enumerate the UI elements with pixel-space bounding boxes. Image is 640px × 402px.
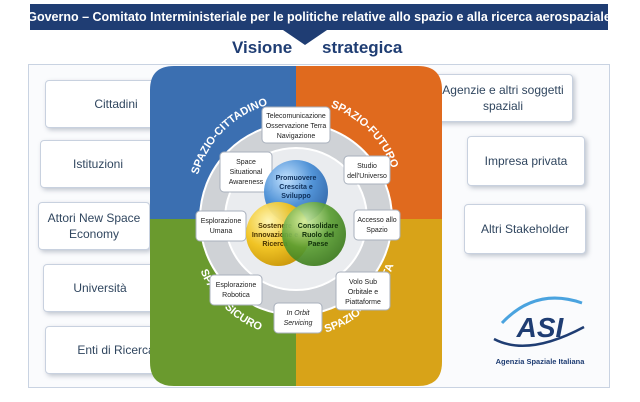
stakeholder-box-istituzioni: Istituzioni [40, 140, 156, 188]
stakeholder-label: Agenzie e altri soggetti spaziali [442, 82, 564, 113]
logo-swoosh [493, 325, 585, 347]
svg-text:Orbitale e: Orbitale e [348, 289, 378, 296]
svg-text:dell'Universo: dell'Universo [347, 173, 387, 180]
svg-text:Space: Space [236, 159, 256, 166]
asi-logo: ASI Agenzia Spaziale Italiana [493, 296, 586, 366]
svg-text:Paese: Paese [308, 241, 328, 248]
svg-text:Umana: Umana [210, 228, 233, 235]
stakeholder-box-impresa: Impresa privata [467, 136, 585, 186]
stakeholder-label: Impresa privata [484, 153, 568, 168]
stakeholder-box-universita: Università [43, 264, 157, 312]
svg-text:Spazio: Spazio [366, 227, 388, 234]
stakeholder-box-attori: Attori New Space Economy [38, 202, 150, 250]
svg-text:Esplorazione: Esplorazione [216, 282, 257, 289]
logo-mark: ASI [516, 312, 565, 343]
banner-arrow [283, 30, 327, 45]
item-accesso-spazio: Accesso allo Spazio [353, 209, 401, 241]
stakeholder-box-agenzie: Agenzie e altri soggetti spaziali [433, 74, 573, 122]
item-in-orbit-servicing: In Orbit Servicing [273, 302, 323, 334]
svg-text:Telecomunicazione: Telecomunicazione [266, 113, 326, 120]
logo-orbit-arc [500, 296, 583, 325]
stakeholder-label: Università [73, 280, 127, 295]
logo-caption: Agenzia Spaziale Italiana [496, 357, 586, 366]
svg-text:In Orbit: In Orbit [287, 310, 311, 317]
item-volo-sub-orbitale: Volo Sub Orbitale e Piattaforme [335, 271, 391, 311]
svg-text:Sviluppo: Sviluppo [281, 193, 311, 200]
svg-text:Promuovere: Promuovere [276, 175, 317, 182]
svg-text:Osservazione Terra: Osservazione Terra [266, 123, 327, 130]
svg-text:Piattaforme: Piattaforme [345, 299, 381, 306]
svg-text:Awareness: Awareness [229, 179, 264, 186]
stakeholder-label: Istituzioni [72, 156, 124, 171]
svg-text:Ricerca: Ricerca [262, 241, 287, 248]
svg-text:Robotica: Robotica [222, 292, 250, 299]
vision-word-1: Visione [232, 38, 293, 57]
title-banner: Governo – Comitato Interministeriale per… [27, 4, 611, 30]
svg-text:Esplorazione: Esplorazione [201, 218, 242, 225]
stakeholder-box-altri: Altri Stakeholder [464, 204, 586, 254]
item-telecom: Telecomunicazione Osservazione Terra Nav… [261, 106, 331, 144]
svg-text:Ruolo del: Ruolo del [302, 232, 334, 239]
vision-word-2: strategica [322, 38, 403, 57]
svg-text:Sostenere: Sostenere [258, 223, 292, 230]
svg-text:Volo Sub: Volo Sub [349, 279, 377, 286]
svg-text:Studio: Studio [357, 163, 377, 170]
svg-text:Crescita e: Crescita e [279, 184, 313, 191]
item-space-situational-awareness: Space Situational Awareness [219, 151, 273, 193]
stakeholder-label: Altri Stakeholder [480, 221, 570, 236]
item-esplorazione-robotica: Esplorazione Robotica [209, 274, 263, 306]
svg-text:Innovazione e: Innovazione e [252, 232, 298, 239]
stakeholder-label: Cittadini [94, 96, 138, 111]
stakeholder-label: Attori New Space Economy [47, 210, 141, 241]
core-circle-consolidare: Consolidare Ruolo del Paese [282, 202, 346, 266]
strategy-wheel: SPAZIO-CITTADINO SPAZIO-FUTURO SPAZIO-SI… [150, 66, 442, 386]
svg-text:Navigazione: Navigazione [277, 133, 316, 140]
item-esplorazione-umana: Esplorazione Umana [195, 210, 247, 242]
stakeholder-label: Enti di Ricerca [77, 342, 155, 357]
svg-text:Servicing: Servicing [284, 320, 313, 327]
svg-text:Accesso allo: Accesso allo [357, 217, 396, 224]
item-studio-universo: Studio dell'Universo [343, 155, 391, 185]
svg-text:Situational: Situational [230, 169, 263, 176]
svg-text:Consolidare: Consolidare [298, 223, 339, 230]
